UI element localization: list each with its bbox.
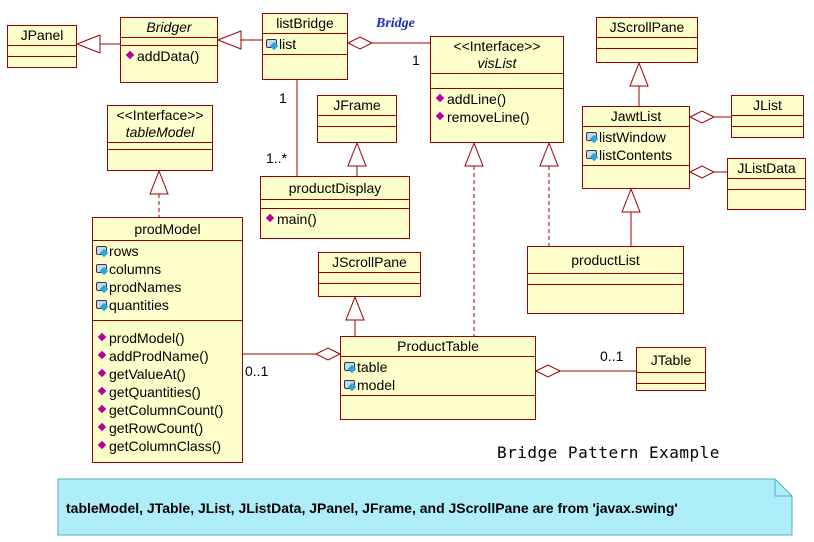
class-productlist[interactable]: productList xyxy=(527,246,684,314)
class-name: JScrollPane xyxy=(597,18,697,38)
attribute-icon xyxy=(586,131,598,143)
class-name: JTable xyxy=(637,348,705,373)
attribute: quantities xyxy=(96,296,239,314)
class-name: productDisplay xyxy=(261,177,409,200)
note-text: tableModel, JTable, JList, JListData, JP… xyxy=(66,500,678,516)
operation-icon xyxy=(124,51,136,62)
realization-arrow xyxy=(464,141,484,167)
operation-icon xyxy=(96,405,108,416)
operation-icon xyxy=(434,94,446,105)
aggregation-diamond xyxy=(688,165,716,179)
operation: prodModel() xyxy=(96,329,239,347)
class-name: Bridger xyxy=(146,19,192,35)
attribute-icon xyxy=(96,263,108,275)
note-shape xyxy=(57,478,793,536)
class-name: tableModel xyxy=(125,124,195,140)
generalization-arrow xyxy=(75,34,101,54)
class-name: JList xyxy=(732,96,803,116)
class-productdisplay[interactable]: productDisplay main() xyxy=(260,176,410,239)
operation: getValueAt() xyxy=(96,365,239,383)
class-producttable[interactable]: ProductTable table model xyxy=(340,336,536,420)
attribute-icon xyxy=(96,281,108,293)
operation: addProdName() xyxy=(96,347,239,365)
class-name: JPanel xyxy=(8,26,76,46)
class-jscrollpane-top[interactable]: JScrollPane xyxy=(596,17,698,63)
class-name: listBridge xyxy=(263,14,347,34)
aggregation-diamond xyxy=(314,347,342,361)
attribute: rows xyxy=(96,242,239,260)
class-jlistdata[interactable]: JListData xyxy=(727,158,806,210)
operation-icon xyxy=(96,387,108,398)
stereotype: <<Interface>> xyxy=(116,107,204,123)
attribute-icon xyxy=(586,149,598,161)
operation: main() xyxy=(264,210,406,228)
class-name: ProductTable xyxy=(341,337,535,357)
attribute: table xyxy=(344,358,532,376)
aggregation-diamond xyxy=(346,36,374,50)
class-jframe[interactable]: JFrame xyxy=(317,95,397,143)
realization-arrow xyxy=(149,169,169,195)
multiplicity-label: 1 xyxy=(412,52,420,68)
class-tablemodel[interactable]: <<Interface>> tableModel xyxy=(107,105,213,171)
attribute: model xyxy=(344,376,532,394)
multiplicity-label: 1 xyxy=(279,90,287,106)
attribute-icon xyxy=(344,379,356,391)
attribute-icon xyxy=(266,38,278,50)
class-name: visList xyxy=(477,55,517,71)
bridge-label: Bridge xyxy=(376,16,415,31)
class-prodmodel[interactable]: prodModel rows columns prodNames quantit… xyxy=(92,217,243,463)
operation: getRowCount() xyxy=(96,419,239,437)
generalization-arrow xyxy=(216,30,242,50)
operation-icon xyxy=(264,214,276,225)
attribute-icon xyxy=(96,299,108,311)
aggregation-diamond xyxy=(534,364,562,378)
generalization-arrow xyxy=(621,187,641,213)
attribute: listContents xyxy=(586,146,686,164)
operation-icon xyxy=(96,441,108,452)
class-name: JawtList xyxy=(583,107,689,127)
class-jpanel[interactable]: JPanel xyxy=(7,25,77,68)
class-name: productList xyxy=(528,247,683,274)
multiplicity-label: 0..1 xyxy=(600,348,624,364)
generalization-arrow xyxy=(345,295,365,321)
generalization-arrow xyxy=(347,141,367,167)
class-jscrollpane-mid[interactable]: JScrollPane xyxy=(318,252,421,297)
operation-icon xyxy=(96,333,108,344)
attribute: prodNames xyxy=(96,278,239,296)
class-name: JListData xyxy=(728,159,805,179)
realization-arrow xyxy=(539,141,559,167)
class-jlist[interactable]: JList xyxy=(731,95,804,138)
attribute: listWindow xyxy=(586,128,686,146)
generalization-arrow xyxy=(629,61,649,87)
class-listbridge[interactable]: listBridge list xyxy=(262,13,348,80)
operation-icon xyxy=(96,369,108,380)
operation: removeLine() xyxy=(434,108,560,126)
operation-icon xyxy=(96,423,108,434)
operation-icon xyxy=(96,351,108,362)
stereotype: <<Interface>> xyxy=(453,38,541,54)
multiplicity-label: 0..1 xyxy=(245,363,269,379)
operation-icon xyxy=(434,112,446,123)
attribute-icon xyxy=(344,361,356,373)
diagram-caption: Bridge Pattern Example xyxy=(497,443,720,462)
class-jtable[interactable]: JTable xyxy=(636,347,706,391)
aggregation-diamond xyxy=(688,110,716,124)
class-name: JScrollPane xyxy=(319,253,420,273)
class-vislist[interactable]: <<Interface>> visList addLine() removeLi… xyxy=(430,36,564,143)
class-name: prodModel xyxy=(93,218,242,241)
class-bridger[interactable]: Bridger addData() xyxy=(120,17,218,83)
class-name: JFrame xyxy=(318,96,396,116)
class-jawtlist[interactable]: JawtList listWindow listContents xyxy=(582,106,690,189)
operation: getColumnClass() xyxy=(96,437,239,455)
operation: getQuantities() xyxy=(96,383,239,401)
attribute-icon xyxy=(96,245,108,257)
attribute: list xyxy=(266,35,344,53)
operation: addData() xyxy=(124,47,214,65)
attribute: columns xyxy=(96,260,239,278)
operation: addLine() xyxy=(434,90,560,108)
operation: getColumnCount() xyxy=(96,401,239,419)
multiplicity-label: 1..* xyxy=(266,150,288,166)
